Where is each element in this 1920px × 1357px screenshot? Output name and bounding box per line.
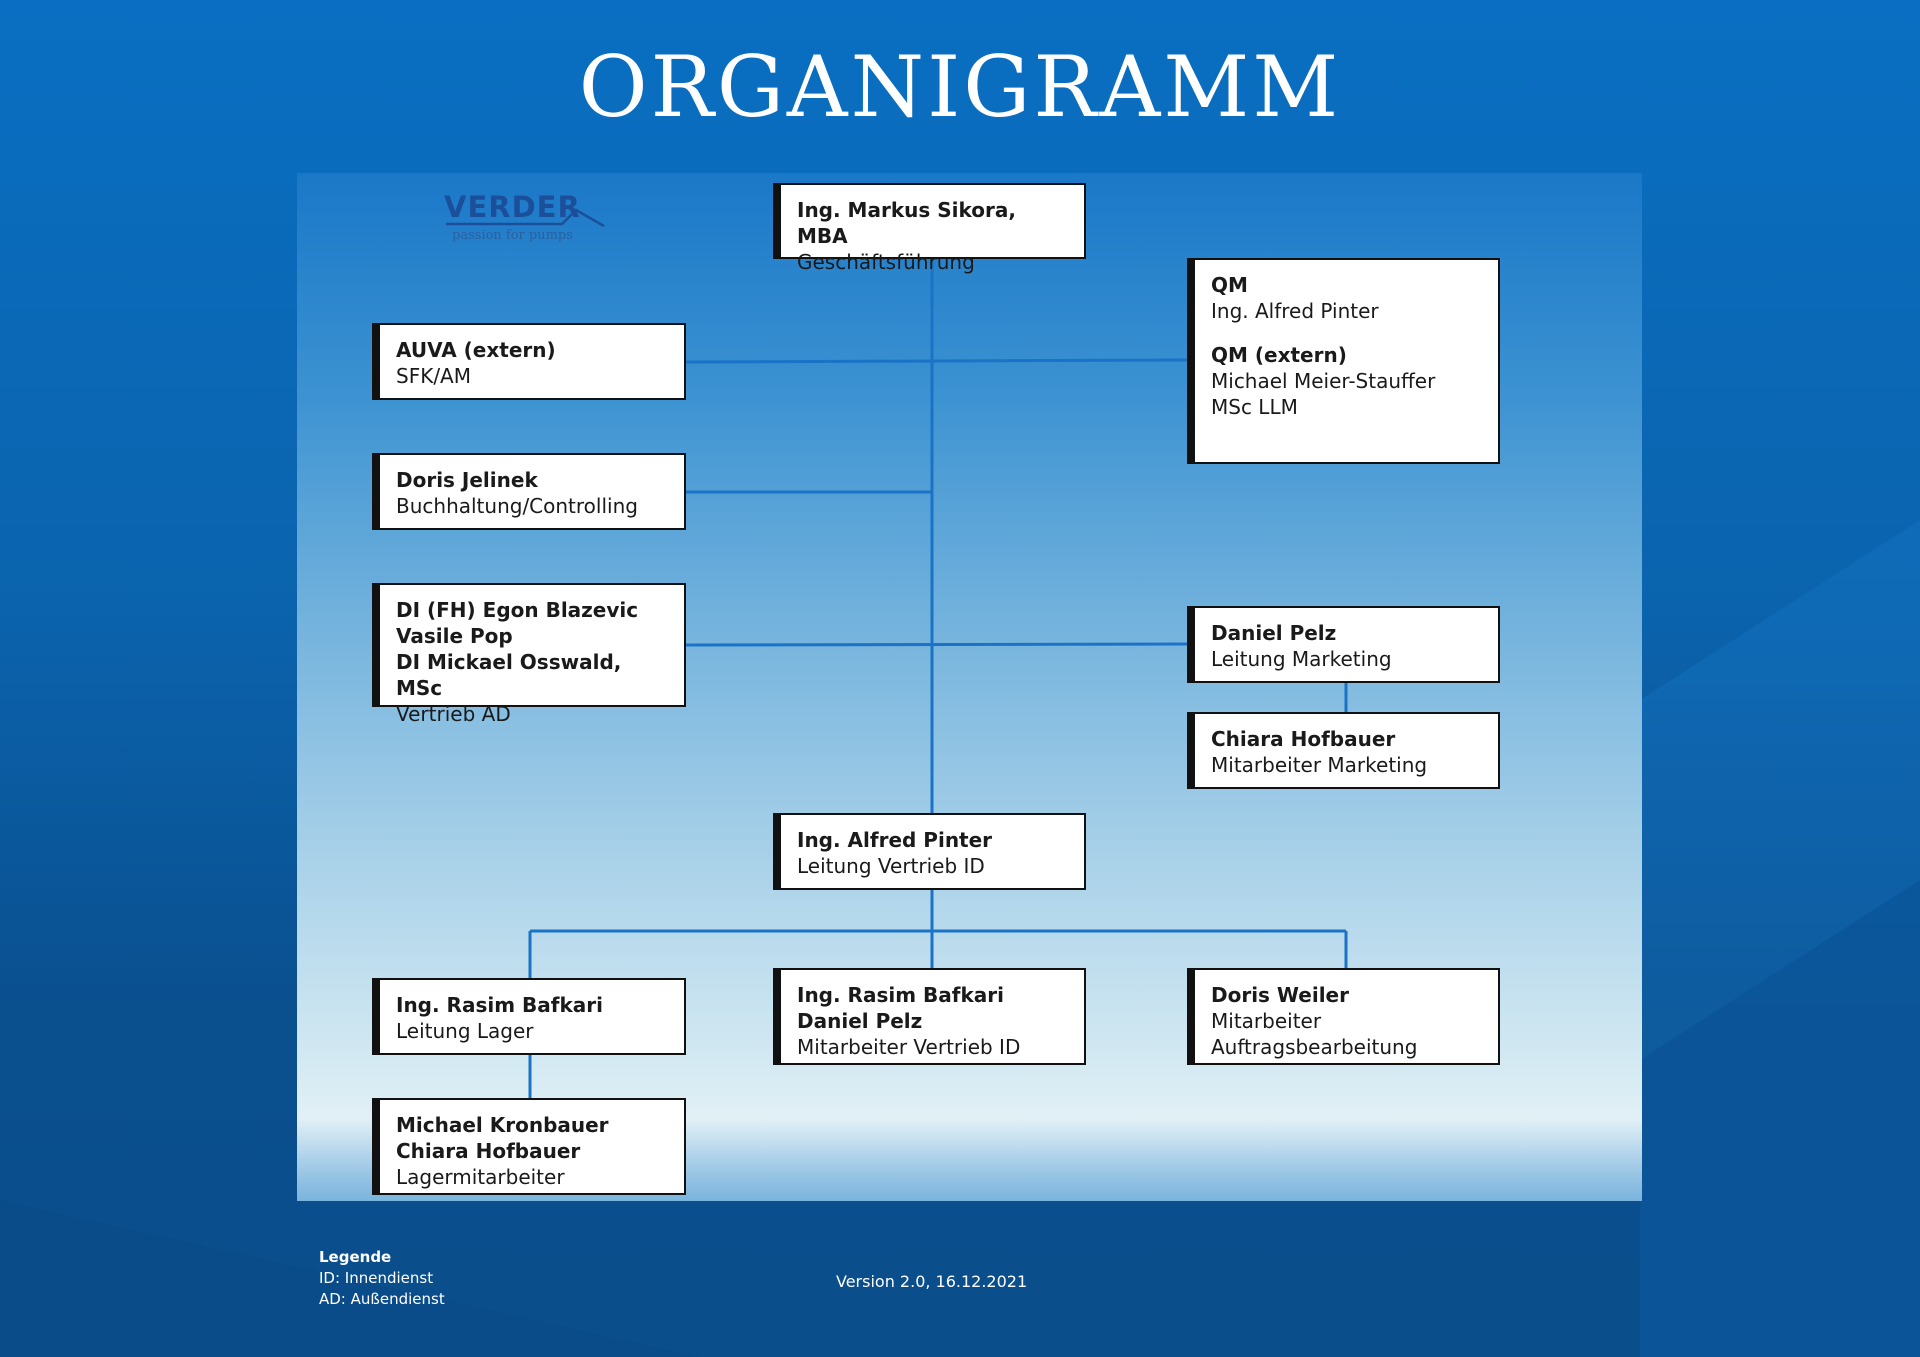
node-label: QM (extern) <box>1211 343 1347 367</box>
node-order-processing: Doris Weiler Mitarbeiter Auftragsbearbei… <box>1187 968 1500 1065</box>
node-qm: QM Ing. Alfred Pinter QM (extern) Michae… <box>1187 258 1500 464</box>
legend: Legende ID: Innendienst AD: Außendienst <box>319 1247 445 1310</box>
node-sales-ad: DI (FH) Egon Blazevic Vasile Pop DI Mick… <box>372 583 686 726</box>
node-role: Vertrieb AD <box>396 702 511 726</box>
node-role: Mitarbeiter Vertrieb ID <box>797 1035 1021 1059</box>
verder-logo: VERDER passion for pumps <box>444 190 614 252</box>
logo-brand: VERDER <box>444 190 581 224</box>
node-name: DI Mickael Osswald, MSc <box>396 650 622 700</box>
node-role: Auftragsbearbeitung <box>1211 1035 1418 1059</box>
node-label: QM <box>1211 273 1248 297</box>
node-name: Chiara Hofbauer <box>1211 727 1396 751</box>
node-name: Doris Jelinek <box>396 468 538 492</box>
spacer <box>1211 324 1482 342</box>
node-role: Leitung Vertrieb ID <box>797 854 985 878</box>
node-name: Michael Kronbauer <box>396 1113 609 1137</box>
legend-heading: Legende <box>319 1248 392 1266</box>
node-name: MSc LLM <box>1211 395 1298 419</box>
logo-mark-icon <box>446 208 605 228</box>
node-name: Daniel Pelz <box>797 1009 923 1033</box>
node-marketing-lead: Daniel Pelz Leitung Marketing <box>1187 606 1500 683</box>
node-sales-id-lead: Ing. Alfred Pinter Leitung Vertrieb ID <box>773 813 1086 890</box>
node-role: Mitarbeiter Marketing <box>1211 753 1428 777</box>
node-role: Buchhaltung/Controlling <box>396 494 638 518</box>
node-name: DI (FH) Egon Blazevic <box>396 598 639 622</box>
node-ceo: Ing. Markus Sikora, MBA Geschäftsführung <box>773 183 1086 274</box>
page-title: ORGANIGRAMM <box>578 38 1342 136</box>
node-name: Ing. Alfred Pinter <box>797 828 993 852</box>
node-role: Geschäftsführung <box>797 250 975 274</box>
node-name: AUVA (extern) <box>396 338 556 362</box>
node-role: Lagermitarbeiter <box>396 1165 565 1189</box>
node-role: Mitarbeiter <box>1211 1009 1322 1033</box>
node-name: Michael Meier-Stauffer <box>1211 369 1436 393</box>
node-auva: AUVA (extern) SFK/AM <box>372 323 686 400</box>
node-name: Doris Weiler <box>1211 983 1349 1007</box>
legend-item: ID: Innendienst <box>319 1269 434 1287</box>
node-role: SFK/AM <box>396 364 471 388</box>
node-name: Vasile Pop <box>396 624 513 648</box>
version-label: Version 2.0, 16.12.2021 <box>836 1272 1028 1291</box>
node-marketing-staff: Chiara Hofbauer Mitarbeiter Marketing <box>1187 712 1500 789</box>
node-name: Ing. Alfred Pinter <box>1211 299 1379 323</box>
node-warehouse-staff: Michael Kronbauer Chiara Hofbauer Lagerm… <box>372 1098 686 1195</box>
node-warehouse-lead: Ing. Rasim Bafkari Leitung Lager <box>372 978 686 1055</box>
node-name: Ing. Rasim Bafkari <box>396 993 603 1017</box>
node-name: Ing. Markus Sikora, MBA <box>797 198 1016 248</box>
node-sales-id-staff: Ing. Rasim Bafkari Daniel Pelz Mitarbeit… <box>773 968 1086 1065</box>
node-role: Leitung Marketing <box>1211 647 1392 671</box>
node-controlling: Doris Jelinek Buchhaltung/Controlling <box>372 453 686 530</box>
logo-tagline: passion for pumps <box>452 228 573 243</box>
legend-item: AD: Außendienst <box>319 1290 445 1308</box>
node-name: Ing. Rasim Bafkari <box>797 983 1004 1007</box>
node-name: Chiara Hofbauer <box>396 1139 581 1163</box>
node-name: Daniel Pelz <box>1211 621 1337 645</box>
node-role: Leitung Lager <box>396 1019 534 1043</box>
